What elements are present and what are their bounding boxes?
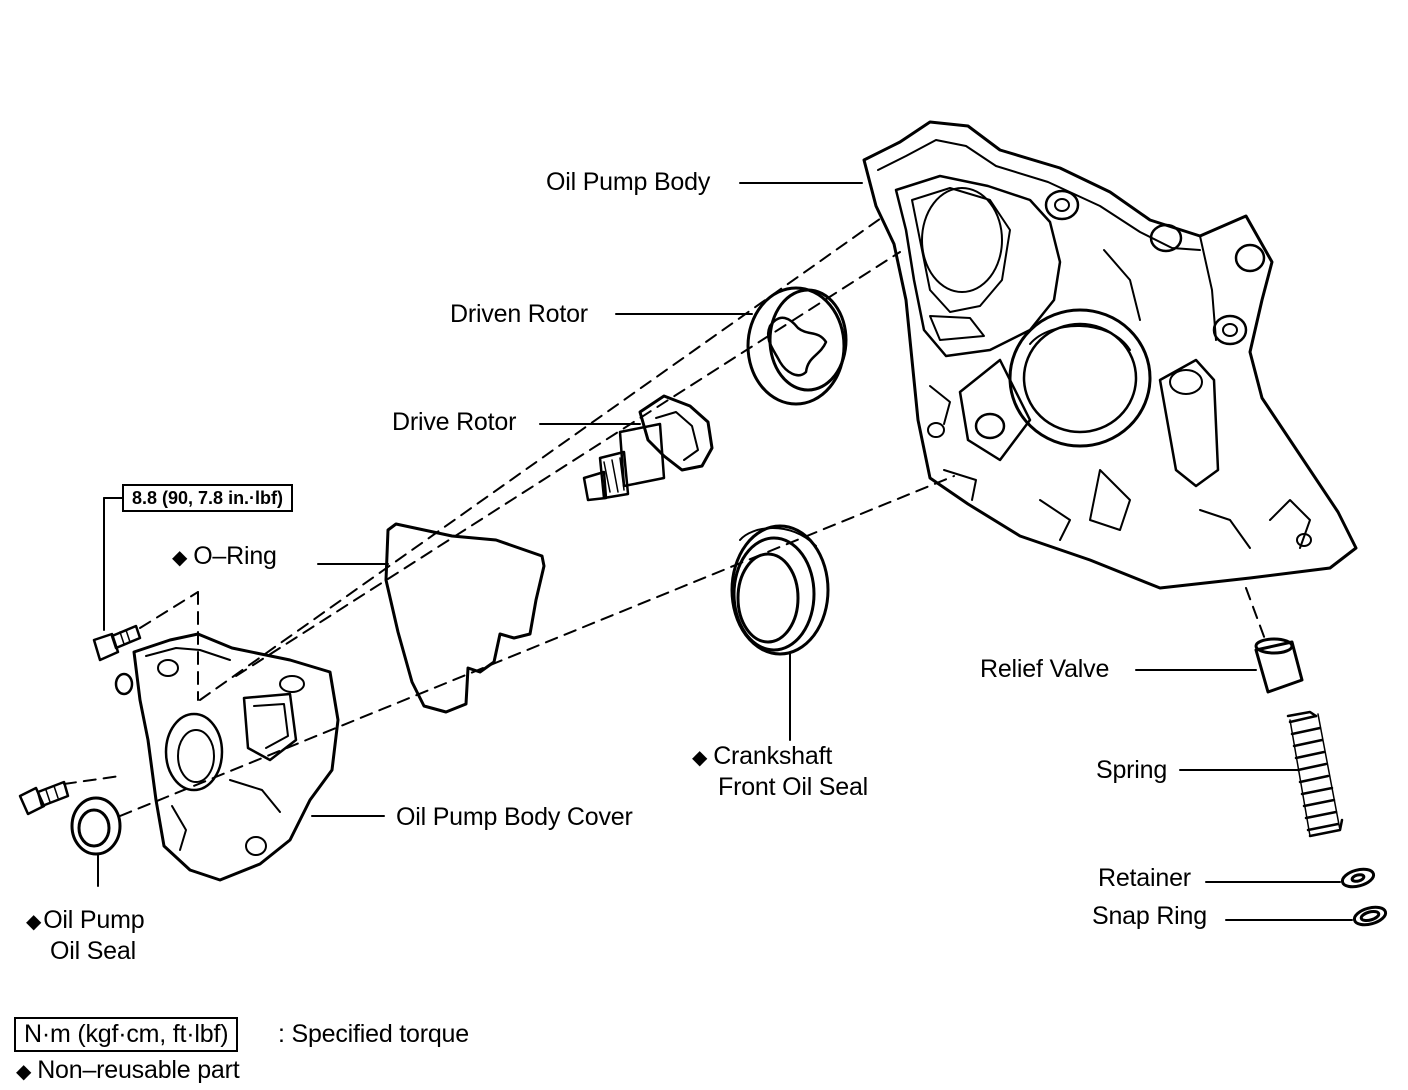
label-snap-ring: Snap Ring — [1092, 902, 1207, 930]
label-relief-valve: Relief Valve — [980, 655, 1110, 683]
driven-rotor-drawing — [746, 286, 848, 406]
label-oil-pump-seal-line2: Oil Seal — [50, 937, 136, 965]
nonreusable-marker: ◆ — [692, 747, 708, 769]
retainer-drawing — [1340, 867, 1376, 889]
spring-drawing — [1286, 710, 1344, 838]
legend-torque-units-box: N·m (kgf·cm, ft·lbf) — [14, 1017, 239, 1052]
nonreusable-marker: ◆ — [16, 1061, 32, 1083]
assembly-lines — [63, 215, 1267, 817]
oil-pump-body-cover-drawing — [114, 632, 340, 882]
label-drive-rotor: Drive Rotor — [392, 408, 517, 436]
label-spring: Spring — [1096, 756, 1168, 784]
label-o-ring: ◆O–Ring — [172, 542, 277, 573]
o-ring-drawing — [384, 522, 546, 714]
label-oil-pump-seal-line1: Oil Pump — [43, 906, 145, 934]
relief-valve-drawing — [1254, 637, 1304, 694]
nonreusable-marker: ◆ — [26, 911, 42, 933]
oil-pump-seal-drawing — [70, 796, 122, 856]
label-oil-pump-body: Oil Pump Body — [546, 168, 711, 196]
label-crankshaft-seal-line1: Crankshaft — [713, 742, 833, 770]
legend-torque-caption: : Specified torque — [278, 1020, 469, 1048]
bolts-drawing — [18, 624, 142, 816]
snap-ring-drawing — [1352, 905, 1388, 927]
label-retainer: Retainer — [1098, 864, 1191, 892]
label-crankshaft-seal-line2: Front Oil Seal — [718, 773, 869, 801]
label-oil-pump-body-cover: Oil Pump Body Cover — [396, 803, 633, 831]
legend-nonreusable: ◆Non–reusable part — [16, 1056, 240, 1087]
leader-lines — [97, 182, 1353, 921]
label-oil-pump-seal: ◆Oil Pump Oil Seal — [26, 906, 145, 966]
label-crankshaft-seal: ◆Crankshaft Front Oil Seal — [692, 742, 868, 802]
nonreusable-marker: ◆ — [172, 547, 188, 569]
torque-spec-box: 8.8 (90, 7.8 in.·lbf) — [122, 484, 294, 512]
label-o-ring-text: O–Ring — [193, 542, 277, 570]
drive-rotor-drawing — [582, 394, 714, 502]
label-driven-rotor: Driven Rotor — [450, 300, 588, 328]
oil-pump-body-drawing — [862, 120, 1358, 590]
crankshaft-seal-drawing — [730, 524, 830, 656]
legend-nonreusable-caption: Non–reusable part — [37, 1056, 240, 1084]
